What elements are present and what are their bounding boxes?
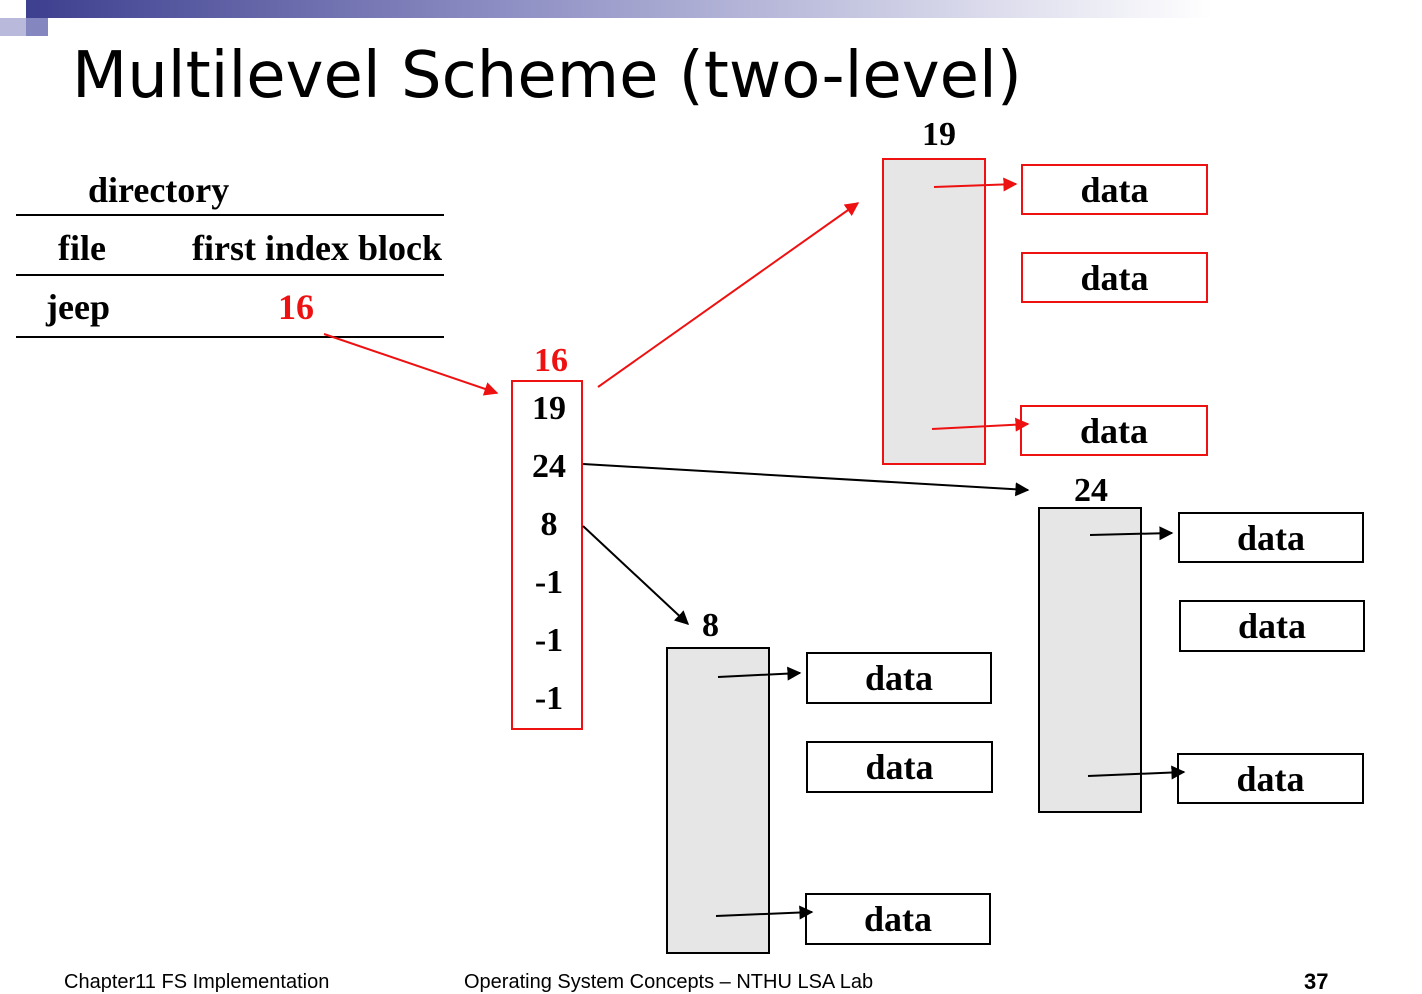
arrow-index-to-block-24: [582, 463, 1030, 497]
footer-chapter: Chapter11 FS Implementation: [64, 971, 330, 993]
table-cell-file: jeep: [46, 287, 110, 327]
arrow-block-24-to-data: [1089, 526, 1174, 541]
data-block: data: [1021, 252, 1208, 303]
index-entry: 19: [532, 390, 566, 427]
arrow-directory-to-index: [323, 333, 499, 396]
table-rule-middle: [16, 274, 444, 276]
data-block: data: [1178, 512, 1364, 563]
arrow-index-to-block-8: [582, 525, 690, 625]
data-block: data: [1021, 164, 1208, 215]
index-block-label: 16: [534, 342, 568, 379]
index-entry: -1: [534, 564, 564, 601]
index-entry: -1: [534, 680, 564, 717]
column-header-first-index-block: first index block: [192, 228, 443, 268]
data-block: data: [1177, 753, 1364, 804]
index-entry: 8: [540, 506, 558, 543]
data-block: data: [806, 652, 992, 704]
footer-course: Operating System Concepts – NTHU LSA Lab: [464, 971, 874, 993]
table-rule-top: [16, 214, 444, 216]
index-entry: -1: [534, 622, 564, 659]
block-24: [1038, 507, 1142, 813]
accent-bar: [26, 0, 1422, 18]
arrow-block-8-to-data: [717, 666, 802, 681]
arrow-index-to-block-19: [597, 202, 860, 388]
page-title: Multilevel Scheme (two-level): [72, 39, 1022, 113]
index-entry: 24: [532, 448, 566, 485]
footer-page-number: 37: [1304, 969, 1329, 994]
data-block: data: [1020, 405, 1208, 456]
accent-square: [0, 18, 26, 36]
arrow-block-19-to-data: [931, 417, 1030, 432]
block-24-label: 24: [1074, 472, 1108, 509]
accent-square: [26, 18, 48, 36]
data-block: data: [806, 741, 993, 793]
block-19-label: 19: [922, 116, 956, 153]
column-header-file: file: [58, 228, 106, 268]
block-8-label: 8: [702, 607, 719, 644]
index-block: 19 24 8 -1 -1 -1: [511, 380, 583, 730]
arrow-block-8-to-data: [715, 905, 814, 920]
table-rule-bottom: [16, 336, 444, 338]
directory-caption: directory: [88, 170, 230, 210]
arrow-block-24-to-data: [1087, 765, 1186, 780]
block-8: [666, 647, 770, 954]
arrow-block-19-to-data: [933, 177, 1018, 192]
data-block: data: [1179, 600, 1365, 652]
block-19: [882, 158, 986, 465]
table-cell-first-index-block: 16: [278, 287, 314, 327]
